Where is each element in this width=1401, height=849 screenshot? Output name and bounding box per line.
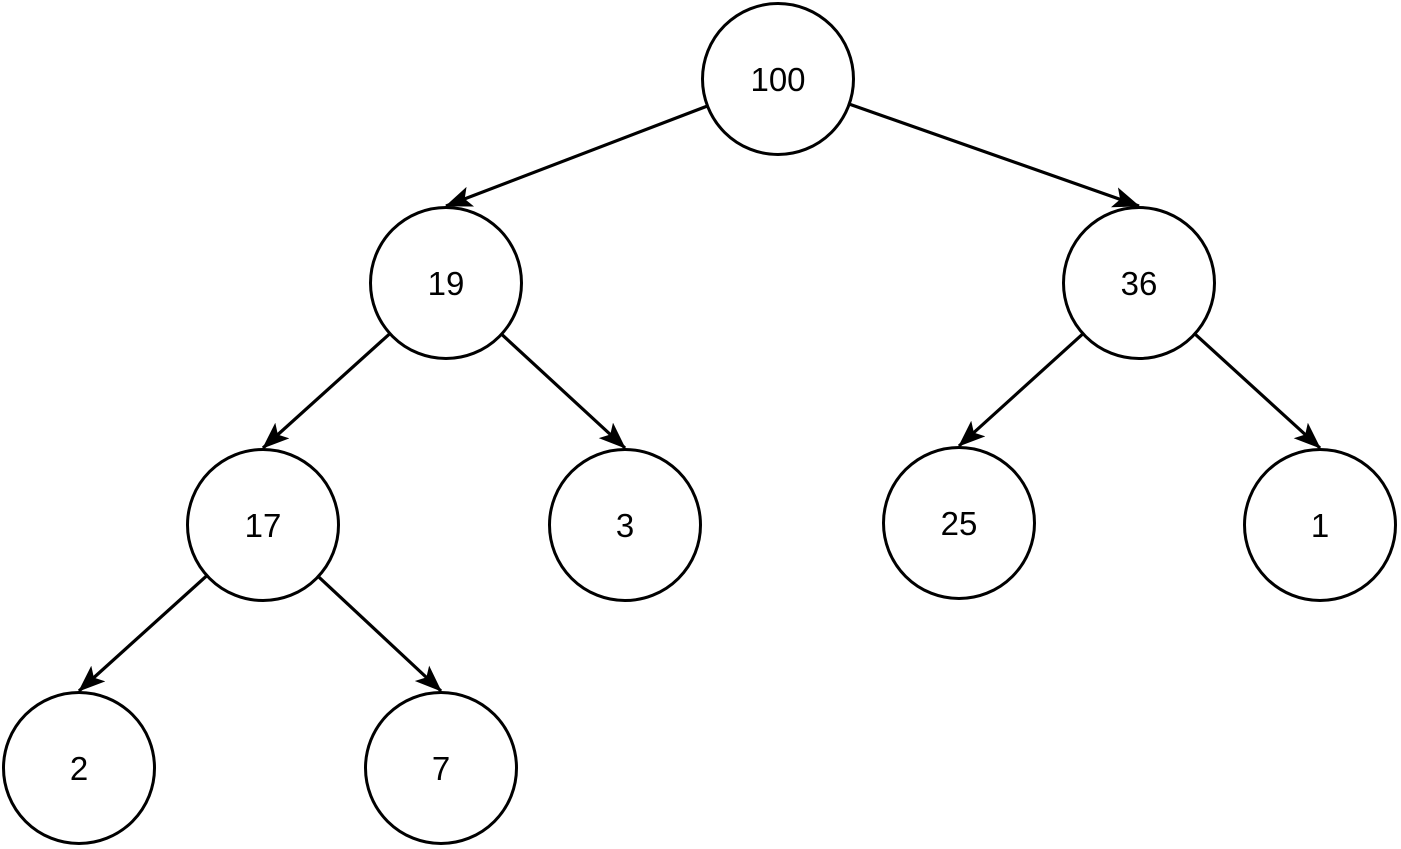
tree-node-1: 1 [1243,448,1397,602]
tree-node-label: 3 [615,506,635,544]
tree-node-36: 36 [1062,206,1216,360]
tree-node-label: 2 [69,749,89,787]
tree-node-label: 25 [940,504,978,542]
tree-node-2: 2 [2,691,156,845]
tree-node-label: 1 [1310,506,1330,544]
tree-node-label: 19 [427,264,465,302]
tree-node-label: 36 [1120,264,1158,302]
tree-node-label: 17 [244,506,282,544]
tree-node-7: 7 [364,691,518,845]
tree-node-17: 17 [186,448,340,602]
tree-node-100: 100 [701,2,855,156]
tree-node-label: 100 [750,60,806,98]
tree-node-3: 3 [548,448,702,602]
tree-node-label: 7 [431,749,451,787]
tree-node-25: 25 [882,446,1036,600]
tree-node-19: 19 [369,206,523,360]
